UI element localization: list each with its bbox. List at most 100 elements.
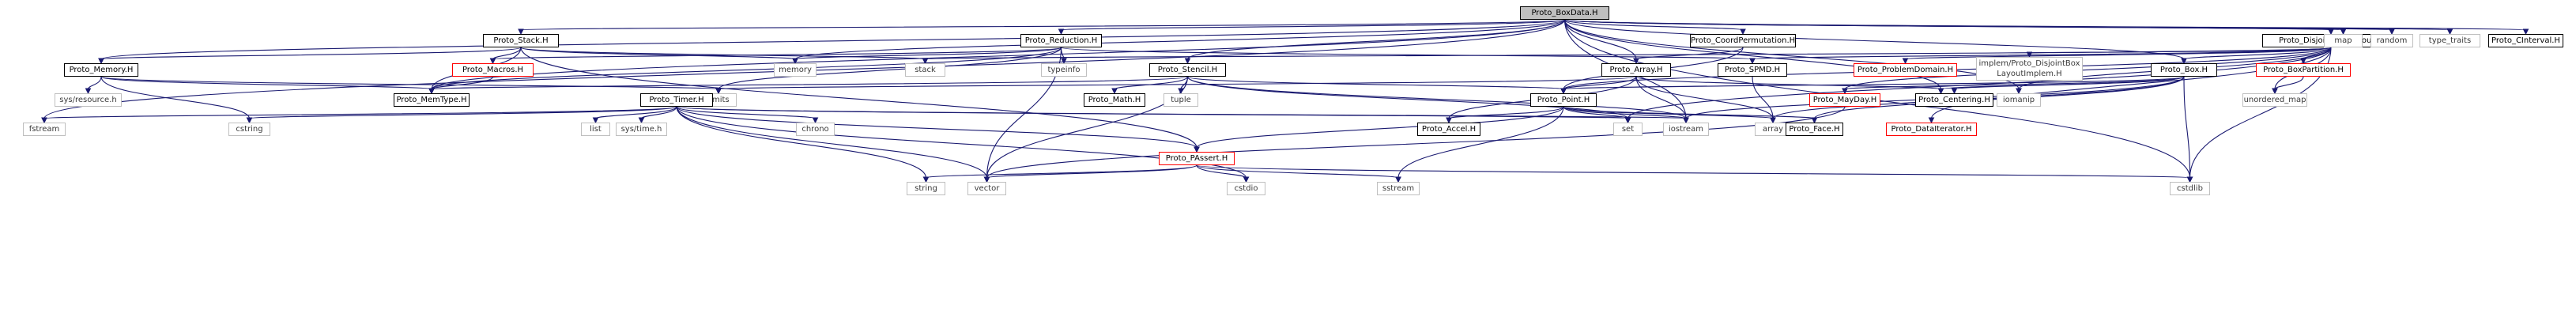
edge-n29-n46 (676, 106, 988, 179)
edge-arrowhead (812, 117, 819, 124)
node-cstring: cstring (228, 123, 270, 136)
edge-n9-n22 (100, 76, 432, 90)
edge-n1-n12 (520, 47, 926, 60)
edge-n9-n34 (100, 76, 251, 119)
edge-n9-n23 (100, 76, 719, 90)
edge-n0-n5 (1563, 19, 2344, 31)
node-implem-proto-disjointbox-layoutimplem-h: implem/Proto_DisjointBox LayoutImplem.H (1976, 57, 2083, 81)
edge-n19-n30 (1563, 76, 2185, 90)
edge-n4-n38 (1627, 47, 2332, 119)
edge-n4-n17 (1904, 47, 2332, 60)
edge-n29-n47 (676, 106, 1247, 179)
edge-arrowhead (2026, 51, 2033, 59)
edge-n4-n12 (924, 47, 2332, 60)
edge-arrowhead (2272, 88, 2278, 95)
node-proto-spmd-h[interactable]: Proto_SPMD.H (1718, 63, 1787, 77)
edge-arrowhead (2389, 28, 2395, 36)
edge-n29-n34 (248, 106, 677, 119)
edge-arrowhead (85, 88, 92, 95)
edge-n14-n22 (431, 76, 1189, 90)
node-sys-time-h: sys/time.h (616, 123, 667, 136)
edge-n15-n23 (718, 76, 1637, 90)
node-fstream: fstream (23, 123, 66, 136)
node-typeinfo: typeinfo (1041, 63, 1087, 77)
node-cstdlib: cstdlib (2170, 182, 2210, 195)
node-proto-memtype-h[interactable]: Proto_MemType.H (394, 93, 470, 107)
node-proto-mayday-h[interactable]: Proto_MayDay.H (1809, 93, 1880, 107)
edge-n15-n26 (1635, 76, 1942, 90)
edge-n1-n44 (520, 47, 1197, 149)
edge-n2-n22 (431, 47, 1062, 90)
node-set: set (1613, 123, 1643, 136)
edge-arrowhead (1902, 58, 1909, 65)
edge-n31-n46 (986, 106, 1846, 179)
edge-arrowhead (592, 117, 599, 124)
edge-n20-n28 (2274, 76, 2304, 90)
node-stack: stack (905, 63, 945, 77)
node-proto-boxdata-h[interactable]: Proto_BoxData.H (1520, 6, 1609, 20)
edge-n0-n11 (794, 19, 1566, 60)
edge-n29-n36 (640, 106, 677, 119)
edge-n2-n16 (1060, 47, 1753, 60)
node-proto-face-h[interactable]: Proto_Face.H (1786, 123, 1843, 136)
node-proto-coordpermutation-h[interactable]: Proto_CoordPermutation.H (1690, 34, 1796, 47)
edge-arrowhead (1446, 117, 1452, 124)
node-cstdio: cstdio (1227, 182, 1265, 195)
node-proto-stack-h[interactable]: Proto_Stack.H (483, 34, 559, 47)
edge-arrowhead (2016, 88, 2022, 95)
edge-n4-n18 (2028, 47, 2332, 54)
edge-n0-n26 (1563, 19, 1942, 90)
node-proto-point-h[interactable]: Proto_Point.H (1530, 93, 1597, 107)
edge-n14-n24 (1114, 76, 1189, 90)
edge-n0-n6 (1563, 19, 2393, 31)
edge-arrowhead (2181, 58, 2187, 65)
node-proto-reduction-h[interactable]: Proto_Reduction.H (1020, 34, 1102, 47)
edge-n9-n21 (87, 76, 102, 90)
edge-arrowhead (1749, 58, 1756, 65)
node-proto-cinterval-h[interactable]: Proto_CInterval.H (2488, 34, 2563, 47)
edge-n29-n37 (676, 106, 817, 119)
node-sstream: sstream (1377, 182, 1420, 195)
node-proto-box-h[interactable]: Proto_Box.H (2151, 63, 2217, 77)
node-proto-timer-h[interactable]: Proto_Timer.H (640, 93, 713, 107)
edge-n0-n1 (520, 19, 1566, 31)
edge-arrowhead (1842, 88, 1848, 95)
edge-arrowhead (2446, 28, 2453, 36)
edge-arrowhead (1770, 117, 1776, 124)
node-proto-passert-h[interactable]: Proto_PAssert.H (1159, 152, 1235, 165)
node-chrono: chrono (796, 123, 835, 136)
edge-arrowhead (428, 88, 435, 95)
node-proto-boxpartition-h[interactable]: Proto_BoxPartition.H (2256, 63, 2351, 77)
edge-arrowhead (1740, 28, 1746, 36)
edge-n44-n49 (1196, 164, 2191, 179)
edge-n0-n19 (1563, 19, 2185, 60)
edge-arrowhead (246, 117, 253, 124)
node-proto-macros-h[interactable]: Proto_Macros.H (452, 63, 534, 77)
edge-n0-n2 (1060, 19, 1566, 31)
node-proto-math-h[interactable]: Proto_Math.H (1084, 93, 1145, 107)
edge-n4-n19 (2183, 47, 2332, 60)
node-proto-memory-h[interactable]: Proto_Memory.H (64, 63, 138, 77)
edge-n30-n40 (1563, 106, 1687, 119)
node-unordered-map: unordered_map (2242, 93, 2307, 107)
edge-n15-n40 (1635, 76, 1687, 119)
edge-n29-n38 (676, 106, 1629, 119)
edge-arrowhead (1937, 88, 1944, 95)
edge-n0-n9 (100, 19, 1566, 60)
node-proto-array-h[interactable]: Proto_Array.H (1601, 63, 1671, 77)
edge-arrowhead (489, 58, 496, 65)
edge-n1-n9 (100, 47, 522, 60)
edge-n44-n45 (925, 164, 1197, 179)
edge-n44-n46 (986, 164, 1197, 179)
edge-n1-n11 (520, 47, 796, 60)
node-proto-centering-h[interactable]: Proto_Centering.H (1915, 93, 1993, 107)
edge-arrowhead (1624, 117, 1631, 124)
node-type-traits: type_traits (2419, 34, 2480, 47)
edge-arrowhead (1951, 88, 1958, 95)
node-proto-accel-h[interactable]: Proto_Accel.H (1417, 123, 1480, 136)
node-proto-dataiterator-h[interactable]: Proto_DataIterator.H (1886, 123, 1977, 136)
node-proto-stencil-h[interactable]: Proto_Stencil.H (1149, 63, 1226, 77)
edge-n10-n22 (431, 76, 494, 90)
node-proto-problemdomain-h[interactable]: Proto_ProblemDomain.H (1854, 63, 1957, 77)
